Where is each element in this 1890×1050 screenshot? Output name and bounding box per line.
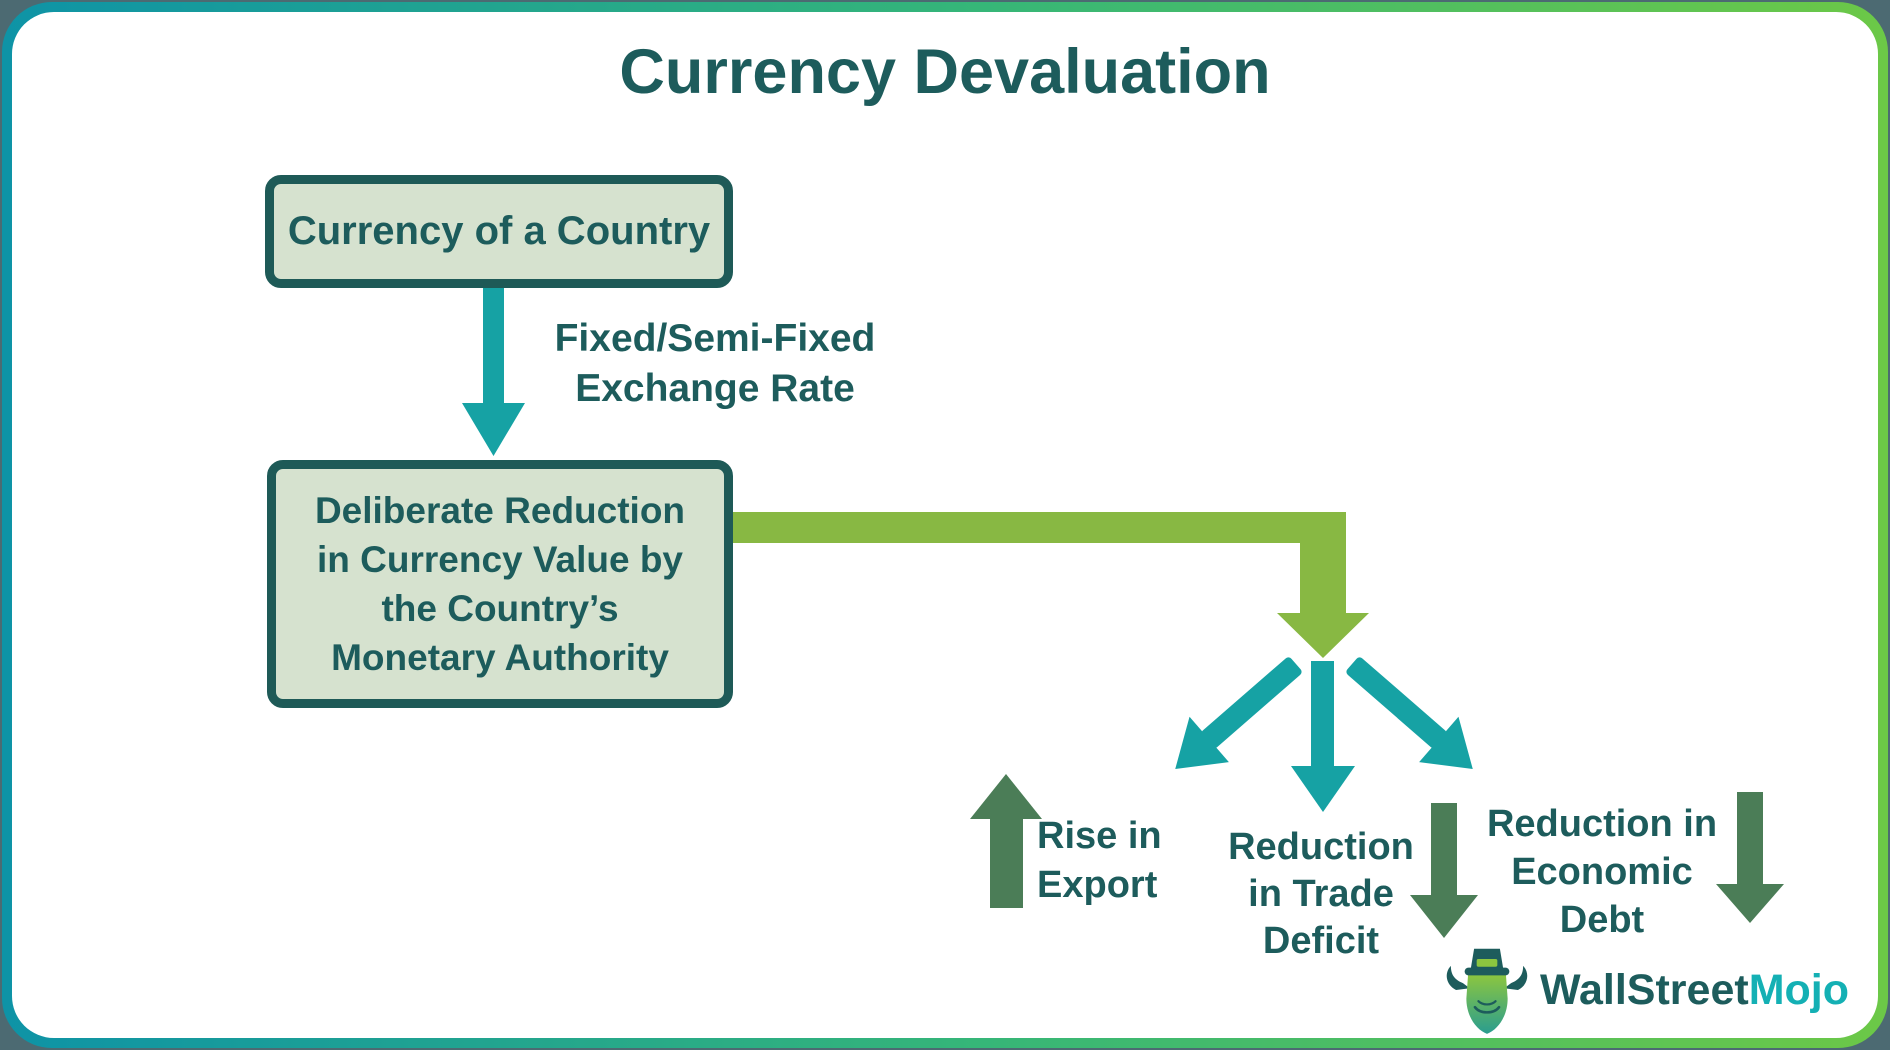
wallstreetmojo-wordmark: WallStreetMojo <box>1540 966 1849 1015</box>
down-arrow-icon <box>462 287 525 456</box>
outcome-line: Reduction <box>1228 826 1414 868</box>
outcome-line: in Trade <box>1248 873 1394 915</box>
down-trend-arrow-icon <box>1716 792 1784 923</box>
bull-logo-icon <box>1446 948 1528 1034</box>
elbow-arrow-icon <box>733 512 1369 658</box>
wordmark-accent: Mojo <box>1748 965 1849 1014</box>
edge-label-exchange-rate: Fixed/Semi-Fixed Exchange Rate <box>520 314 910 414</box>
edge-label-line: Fixed/Semi-Fixed <box>554 317 876 360</box>
node-currency-of-a-country: Currency of a Country <box>265 175 733 288</box>
outcome-line: Economic <box>1511 851 1693 893</box>
wordmark-primary: WallStreet <box>1540 965 1749 1014</box>
outcome-line: Rise in <box>1037 815 1162 857</box>
branch-arrow-left-icon <box>1175 657 1302 769</box>
node-label: Currency of a Country <box>287 209 711 253</box>
edge-label-line: Exchange Rate <box>575 367 855 410</box>
node-label-line: the Country’s <box>381 588 619 629</box>
up-arrow-icon <box>970 774 1042 908</box>
page-title: Currency Devaluation <box>619 37 1271 107</box>
outcome-reduction-economic-debt: Reduction in Economic Debt <box>1446 800 1758 944</box>
outcome-line: Reduction in <box>1486 803 1718 845</box>
outcome-line: Debt <box>1559 899 1645 941</box>
node-label-line: Deliberate Reduction <box>314 490 686 531</box>
outcome-rise-in-export: Rise in Export <box>1037 812 1162 910</box>
outcome-line: Export <box>1037 864 1158 906</box>
branch-arrow-right-icon <box>1346 657 1473 769</box>
node-label-line: in Currency Value by <box>316 539 684 580</box>
down-trend-arrow-icon <box>1410 803 1478 938</box>
node-label-line: Monetary Authority <box>331 637 669 678</box>
outcome-reduction-trade-deficit: Reduction in Trade Deficit <box>1185 824 1457 965</box>
node-deliberate-reduction: Deliberate Reduction in Currency Value b… <box>267 460 733 708</box>
outcome-line: Deficit <box>1262 920 1380 962</box>
wallstreetmojo-branding: WallStreetMojo <box>1444 944 1849 1036</box>
branch-arrow-down-icon <box>1291 661 1355 812</box>
